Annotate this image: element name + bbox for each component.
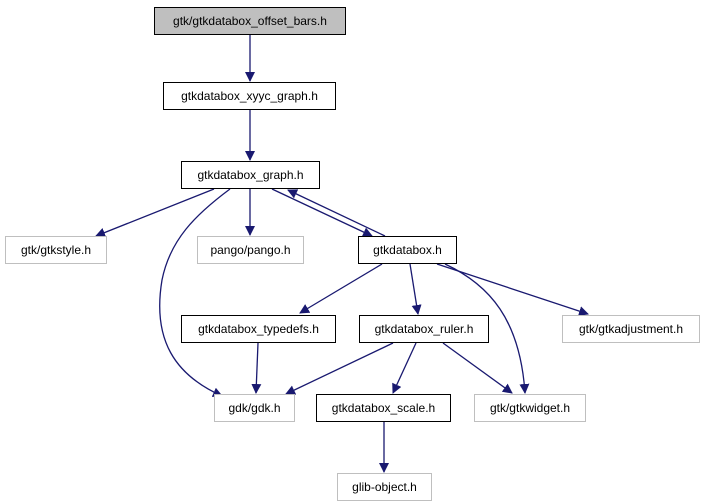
node-gtkwidget: gtk/gtkwidget.h [474,394,586,422]
edge-gtkdatabox-typedefs [299,263,383,314]
node-gdk: gdk/gdk.h [214,394,295,422]
node-scale[interactable]: gtkdatabox_scale.h [316,394,451,422]
edge-gtkdatabox-graph [287,189,386,237]
edge-typedefs-gdk [251,342,262,394]
node-xyyc-graph[interactable]: gtkdatabox_xyyc_graph.h [163,82,336,110]
node-offset-bars[interactable]: gtk/gtkdatabox_offset_bars.h [154,7,346,35]
edge-gtkdatabox-gtkadjustment [436,263,589,316]
node-gtkadjustment: gtk/gtkadjustment.h [562,315,700,343]
edge-graph-gtkdatabox [271,188,373,237]
node-gtkdatabox[interactable]: gtkdatabox.h [358,236,457,264]
node-gtkstyle: gtk/gtkstyle.h [5,236,107,264]
edge-ruler-gtkwidget [442,342,513,394]
node-typedefs[interactable]: gtkdatabox_typedefs.h [181,315,336,343]
edge-ruler-scale [392,342,417,394]
edge-gtkdatabox-gtkwidget [444,263,530,394]
node-graph[interactable]: gtkdatabox_graph.h [181,161,320,189]
node-ruler[interactable]: gtkdatabox_ruler.h [359,315,489,343]
edge-graph-gdk [159,188,231,397]
node-glib-object: glib-object.h [337,473,432,501]
edge-gtkdatabox-ruler [409,263,422,315]
edge-graph-gtkstyle [95,188,215,238]
node-pango: pango/pango.h [197,236,304,264]
edge-ruler-gdk [285,342,394,395]
